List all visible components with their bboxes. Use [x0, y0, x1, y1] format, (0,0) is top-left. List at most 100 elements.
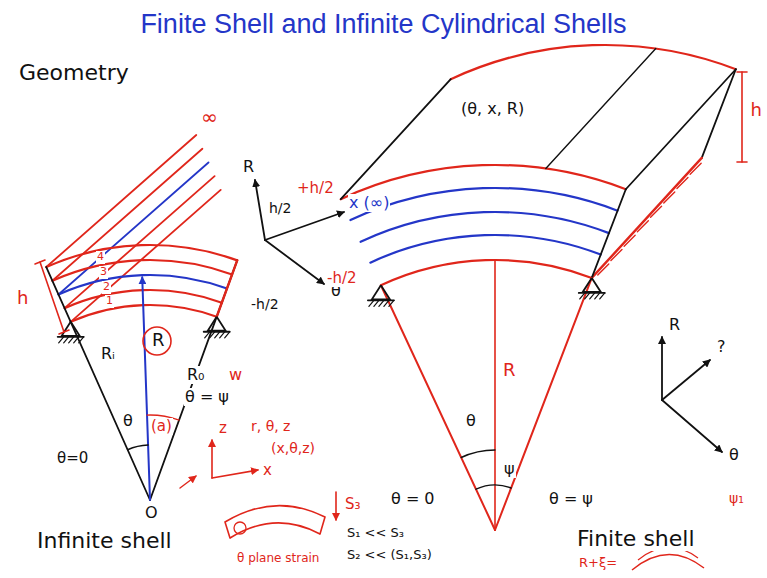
- annotation-label: ψ: [503, 460, 516, 478]
- annotation-label: r, θ, z: [250, 418, 291, 434]
- support-hatch: [600, 293, 605, 299]
- angle-arc: [128, 445, 148, 450]
- direction-arrow: [335, 492, 337, 520]
- layer-extension: [65, 176, 215, 308]
- annotation-label: Geometry: [18, 60, 130, 85]
- axis-x: [212, 470, 258, 478]
- axis-z: [211, 440, 213, 478]
- support-hatch: [220, 332, 225, 338]
- center-line: [546, 49, 656, 169]
- shell-layer: [361, 212, 609, 242]
- face-hatch: [611, 250, 622, 261]
- thickness-tick: [59, 330, 69, 334]
- annotation-label: R: [668, 316, 681, 334]
- annotation-label: +h/2: [296, 180, 335, 197]
- annotation-label: R: [242, 158, 255, 176]
- support-hatch: [585, 293, 590, 299]
- support-hatch: [580, 293, 585, 299]
- rotation-arrow: [180, 476, 196, 488]
- thickness-bracket: [741, 72, 743, 162]
- side-edge: [626, 69, 736, 189]
- strip-sketch: [230, 523, 320, 538]
- support-hatch: [215, 332, 220, 338]
- pin-support: [62, 322, 80, 336]
- support-hatch: [590, 293, 595, 299]
- support-hatch: [374, 300, 379, 306]
- annotation-label: (x,θ,z): [270, 440, 316, 456]
- annotation-label: Finite shell: [576, 526, 696, 551]
- edge-theta-psi: [150, 260, 237, 500]
- support-ground: [368, 299, 394, 301]
- annotation-label: h/2: [268, 200, 293, 216]
- annotation-label: S₂ << (S₁,S₃): [346, 548, 433, 563]
- support-ground: [58, 336, 84, 338]
- annotation-label: θ: [122, 412, 134, 430]
- thickness-bracket: [40, 262, 64, 332]
- annotation-label: θ = ψ: [184, 388, 230, 406]
- strip-sketch: [225, 522, 230, 538]
- face-hatch: [690, 163, 701, 174]
- annotation-label: (θ, x, R): [460, 100, 525, 118]
- support-hatch: [59, 337, 64, 343]
- strip-sketch: [225, 506, 325, 522]
- annotation-label: S₁ << S₃: [346, 526, 405, 541]
- support-hatch: [369, 300, 374, 306]
- layer-extension: [71, 190, 221, 322]
- layer-extension: [58, 162, 208, 294]
- side-edge: [702, 69, 736, 158]
- pin-support: [372, 285, 390, 299]
- annotation-label: θ=0: [56, 450, 89, 467]
- layer-extension: [52, 149, 202, 281]
- annotation-label: θ: [465, 412, 477, 430]
- radius-line: [494, 260, 496, 530]
- axis-theta: [265, 240, 324, 284]
- face-hatch: [624, 235, 635, 246]
- annotation-label: x (∞): [348, 194, 390, 212]
- back-edge: [451, 45, 736, 79]
- support-hatch: [74, 337, 79, 343]
- shell-end-edge: [217, 260, 238, 316]
- face-hatch: [651, 206, 662, 217]
- circle-mark: [234, 522, 246, 534]
- circle-mark: [143, 327, 171, 355]
- annotation-label: ψ₁: [728, 490, 745, 506]
- annotation-label: 4: [96, 251, 105, 264]
- shell-layer: [381, 260, 592, 285]
- annotation-label: θ = 0: [390, 490, 436, 508]
- support-ground: [579, 292, 605, 294]
- side-edge: [592, 158, 702, 278]
- annotation-label: θ = ψ: [548, 490, 594, 508]
- slide-title: Finite Shell and Infinite Cylindrical Sh…: [0, 8, 767, 40]
- support-hatch: [210, 332, 215, 338]
- axis-r: [661, 337, 663, 400]
- face-hatch: [677, 178, 688, 189]
- face-hatch: [637, 221, 648, 232]
- annotation-label: S₃: [344, 496, 362, 513]
- shell-layer: [350, 188, 617, 220]
- annotation-label: ?: [716, 338, 727, 356]
- support-hatch: [595, 293, 600, 299]
- annotation-label: R+ξ=: [578, 556, 618, 571]
- radius-arrow: [142, 277, 150, 500]
- axis-r: [255, 180, 265, 240]
- shell-layer: [46, 245, 237, 267]
- face-hatch: [598, 264, 609, 275]
- support-hatch: [64, 337, 69, 343]
- annotation-label: h: [16, 288, 29, 309]
- annotation-label: R: [502, 360, 517, 381]
- annotation-label: R: [151, 330, 166, 351]
- thickness-tick: [737, 71, 747, 73]
- angle-arc: [461, 450, 495, 457]
- axis-x: [265, 212, 344, 240]
- annotation-label: O: [144, 504, 159, 522]
- annotation-label: R₀: [186, 366, 206, 384]
- annotation-label: Infinite shell: [36, 528, 173, 553]
- pin-support: [208, 317, 226, 331]
- annotation-label: 1: [105, 295, 114, 308]
- shell-layer: [370, 235, 600, 263]
- support-hatch: [69, 337, 74, 343]
- support-hatch: [79, 337, 84, 343]
- annotation-label: h: [750, 100, 763, 121]
